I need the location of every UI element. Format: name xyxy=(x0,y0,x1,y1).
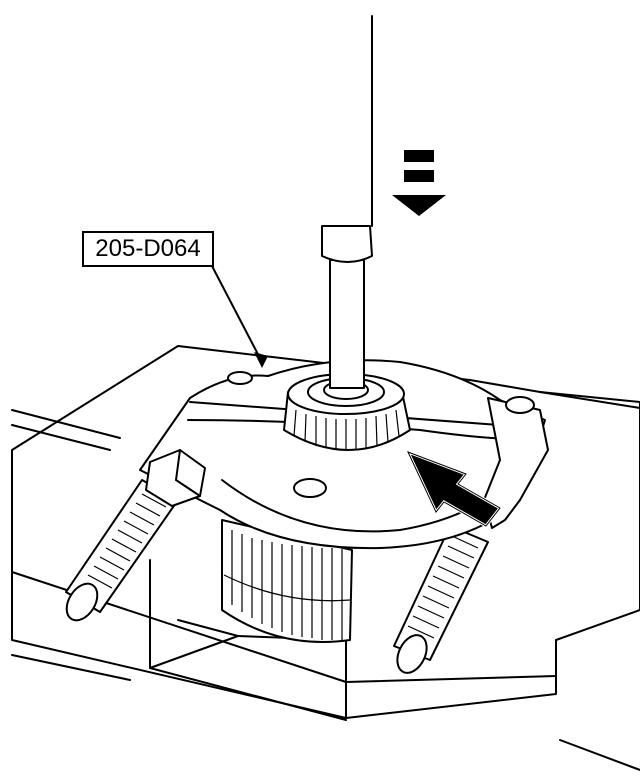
gear xyxy=(221,519,353,643)
knurled-collar xyxy=(283,373,411,451)
callout-leader xyxy=(211,265,268,368)
press-ram xyxy=(321,15,373,389)
force-arrow-down xyxy=(392,150,446,216)
direction-arrow xyxy=(405,449,503,528)
part-number-label: 205-D064 xyxy=(82,231,214,267)
threaded-rod-right xyxy=(393,525,489,674)
